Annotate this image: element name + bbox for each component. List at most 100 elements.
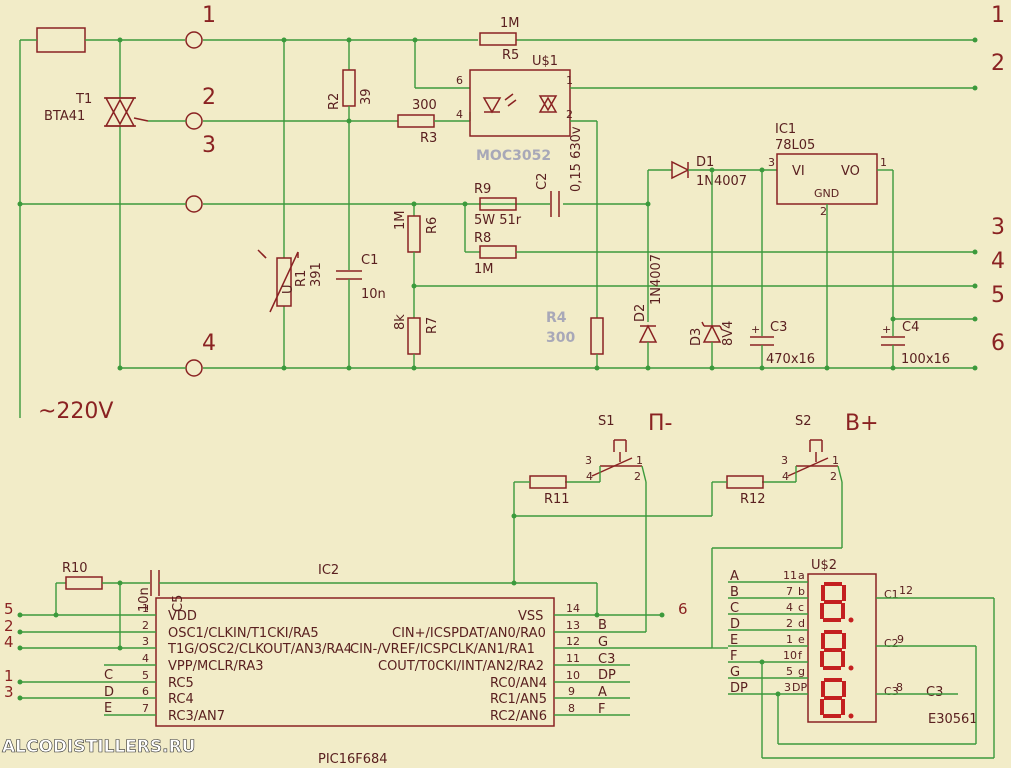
ic2-pin7-num: 7 (142, 702, 149, 715)
us2-net-e: E (730, 633, 738, 648)
us2-pin-7: 7 (786, 585, 793, 598)
ic2-left-pins (20, 614, 156, 716)
ic1-pin-gnd: 2 (820, 205, 827, 218)
ic2-pin10-name: RC0/AN4 (490, 676, 547, 691)
us2-net-f: F (730, 649, 737, 664)
d2-ref: D2 (633, 304, 648, 322)
resistor-r3 (397, 114, 435, 128)
s1-function: П- (648, 411, 672, 436)
us2-common-wires (712, 597, 995, 759)
ic1-value: 78L05 (775, 138, 815, 153)
r2-value: 39 (359, 88, 374, 105)
ic2-pin13-num: 13 (566, 619, 580, 632)
terminal-right-2: 2 (991, 51, 1005, 76)
ic2-pin3-name: T1G/OSC2/CLKOUT/AN3/RA4 (167, 642, 352, 657)
r4-value: 300 (546, 330, 575, 346)
r7-value: 8k (393, 314, 408, 330)
ic2-pin11-name: COUT/T0CKI/INT/AN2/RA2 (378, 659, 544, 674)
r5-ref: R5 (502, 48, 519, 63)
ic1-ref: IC1 (775, 122, 796, 137)
junction-dots-display (759, 659, 781, 697)
s1-pin4: 4 (586, 470, 593, 483)
r1-ref: R1 (294, 270, 309, 287)
us2-seg-e: e (798, 633, 805, 646)
c3-ref: C3 (770, 320, 787, 335)
us2-left-pins (728, 581, 808, 695)
net-label-a: A (598, 685, 607, 700)
us1-pin4: 4 (456, 108, 463, 121)
d1-value: 1N4007 (696, 174, 747, 189)
us2-pin-12: 12 (899, 584, 913, 597)
us2-pin-1: 1 (786, 633, 793, 646)
c2-ref: C2 (535, 173, 550, 190)
d1-ref: D1 (696, 155, 714, 170)
s2-pin4: 4 (782, 470, 789, 483)
terminal-left-2: 2 (202, 85, 216, 110)
ic2-pin6-num: 6 (142, 685, 149, 698)
us2-ref: U$2 (811, 558, 837, 573)
mains-label: ~220V (38, 399, 113, 424)
resistor-r6 (407, 215, 421, 253)
us1-pin2: 2 (566, 108, 573, 121)
watermark: ALCODISTILLERS.RU (2, 737, 195, 757)
svg-text:+: + (751, 323, 760, 336)
us1-ref: U$1 (532, 54, 558, 69)
t1-ref: T1 (75, 92, 92, 107)
terminal-left-3: 3 (202, 133, 216, 158)
s1-pin1: 1 (636, 454, 643, 467)
us2-net-b: B (730, 585, 739, 600)
ic1-vi: VI (792, 164, 805, 179)
seven-seg-digits (820, 582, 854, 719)
r4-ref: R4 (546, 310, 567, 326)
s2-function: B+ (845, 411, 879, 436)
ic2-pin9-name: RC1/AN5 (490, 692, 547, 707)
ic2-pin12-name: CIN-/VREF/ICSPCLK/AN1/RA1 (350, 642, 535, 657)
net-label-b: B (598, 618, 607, 633)
terminal-right-1: 1 (991, 3, 1005, 28)
us2-seg-b: b (798, 585, 805, 598)
ic2-pin14-name: VSS (518, 609, 543, 624)
r12-ref: R12 (740, 492, 766, 507)
us2-net-d: D (730, 617, 740, 632)
svg-text:+: + (882, 323, 891, 336)
r6-ref: R6 (425, 217, 440, 234)
net-label-5: 5 (4, 600, 14, 618)
us1-pin6: 6 (456, 74, 463, 87)
r7-ref: R7 (425, 317, 440, 334)
us1-value: MOC3052 (476, 148, 551, 164)
s2-pin1: 1 (832, 454, 839, 467)
ic2-pin4-num: 4 (142, 652, 149, 665)
ic1-pin-vi: 3 (768, 156, 775, 169)
net-label-vss-6: 6 (678, 600, 688, 618)
ic2-pin5-name: RC5 (168, 676, 194, 691)
ic1-pin-vo: 1 (880, 156, 887, 169)
net-label-c: C (104, 668, 113, 683)
s1-ref: S1 (598, 414, 615, 429)
us2-seg-c: c (798, 601, 804, 614)
net-label-c3: C3 (598, 652, 615, 667)
optocoupler-us1 (469, 69, 571, 137)
net-label-dp: DP (598, 668, 616, 683)
us2-seg-dp: DP (792, 681, 807, 694)
r3-ref: R3 (420, 131, 437, 146)
ic2-value: PIC16F684 (318, 752, 388, 767)
display-us2 (807, 573, 877, 723)
d3-ref: D3 (689, 328, 704, 346)
us2-pin-11: 11 (783, 569, 797, 582)
us2-value: E30561 (928, 712, 978, 727)
r10-ref: R10 (62, 561, 88, 576)
ic2-pin3-num: 3 (142, 635, 149, 648)
terminal-right-4: 4 (991, 249, 1005, 274)
r6-value: 1M (393, 211, 408, 231)
triac-t1 (104, 97, 149, 127)
ic2-pin6-name: RC4 (168, 692, 194, 707)
net-label-2: 2 (4, 617, 14, 635)
resistor-r7 (407, 317, 421, 355)
d2-value: 1N4007 (649, 254, 664, 305)
ic2-right-pins (554, 614, 712, 716)
s2-pin2: 2 (830, 470, 837, 483)
s2-pin3: 3 (781, 454, 788, 467)
us2-pin-2: 2 (786, 617, 793, 630)
us2-pin-5: 5 (786, 665, 793, 678)
